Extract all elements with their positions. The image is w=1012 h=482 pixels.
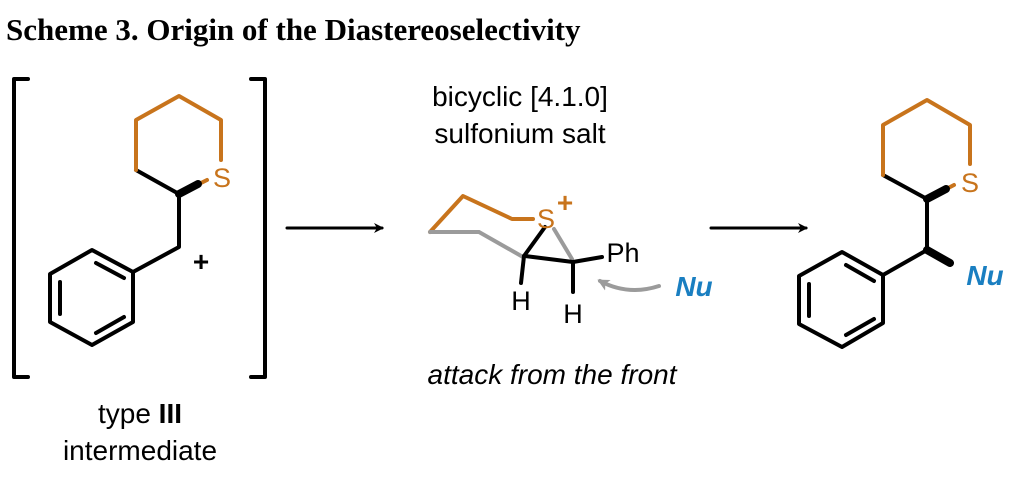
product-ring-bonds-orange <box>881 98 972 177</box>
c-h-bond-left <box>519 254 526 285</box>
caption-type-text: type <box>98 398 159 429</box>
product-chain <box>881 197 929 277</box>
sulfur-atom: S <box>213 163 231 193</box>
c-s-bond-bold-end <box>175 180 202 198</box>
scheme-title: Scheme 3. Origin of the Diastereoselecti… <box>6 12 581 47</box>
ring-bond-black <box>134 168 181 196</box>
product-nu-wedge-bold <box>923 246 954 267</box>
chair-ring-orange <box>428 194 535 234</box>
benzylic-chain <box>131 192 181 274</box>
salt-label-line1: bicyclic [4.1.0] <box>432 81 608 112</box>
hydrogen-right: H <box>563 299 583 329</box>
s-c-bond-front <box>522 225 547 258</box>
bicyclic-sulfonium-salt: bicyclic [4.1.0] sulfonium salt S + Ph H… <box>428 81 713 390</box>
benzene-ring <box>48 248 135 347</box>
left-bracket <box>12 77 30 379</box>
type-iii-intermediate: S + type III intermediate <box>12 77 267 466</box>
intermediate-caption-line2: intermediate <box>63 435 217 466</box>
fused-c-c-bonds <box>523 254 604 264</box>
salt-label-line2: sulfonium salt <box>434 118 605 149</box>
product-ring-bond-black <box>881 173 929 201</box>
thiane-ring: S <box>134 94 231 198</box>
caption-roman-numeral: III <box>159 398 182 429</box>
ring-back-bond-gray <box>428 230 525 259</box>
product-nucleophile: Nu <box>966 260 1003 291</box>
product-c-s-bold-end <box>923 185 950 203</box>
product-benzene-ring <box>797 250 885 349</box>
sulfonium-atom: S <box>537 204 555 234</box>
right-bracket <box>249 77 267 379</box>
hydrogen-left: H <box>511 286 531 316</box>
intermediate-caption-line1: type III <box>98 398 182 429</box>
s-c-bond-gray <box>552 227 574 261</box>
product-molecule: S Nu <box>797 98 1004 349</box>
attack-arrow <box>597 279 661 292</box>
product-thiane-ring: S <box>881 98 979 203</box>
sulfonium-charge: + <box>557 187 573 218</box>
attack-caption: attack from the front <box>428 359 678 390</box>
phenyl-label: Ph <box>606 238 639 268</box>
nucleophile-label: Nu <box>675 271 712 302</box>
ring-bonds-orange <box>134 94 223 172</box>
carbocation-charge: + <box>193 246 209 277</box>
product-sulfur-atom: S <box>961 168 979 198</box>
